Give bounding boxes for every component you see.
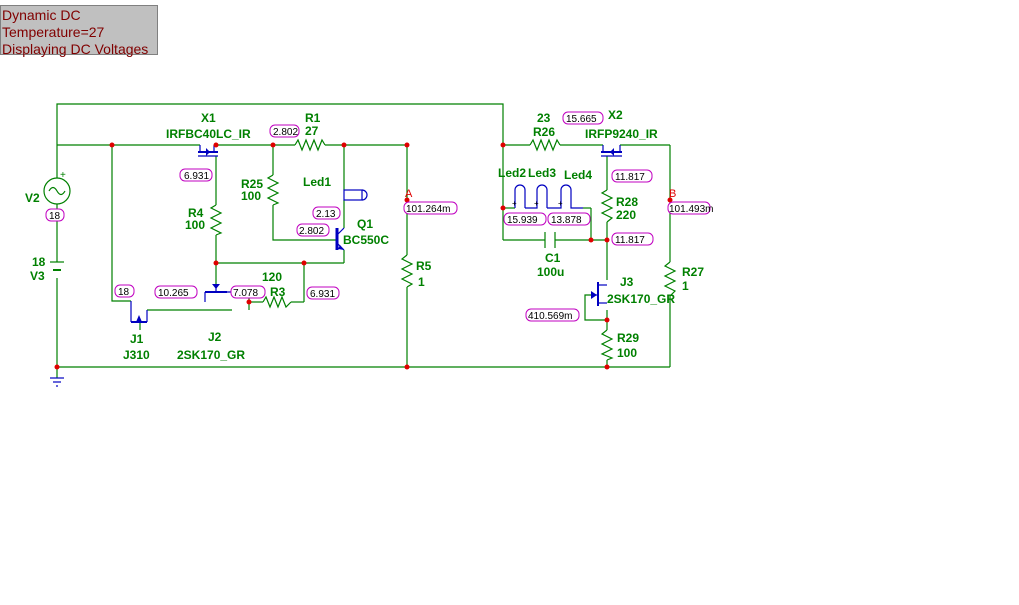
voltage-readout: 7.078: [233, 288, 258, 299]
q1-part-label: BC550C: [343, 233, 389, 247]
r1-value-label: 27: [305, 124, 319, 138]
v3-ref-label: V3: [30, 269, 45, 283]
r25-resistor[interactable]: [266, 174, 280, 206]
led2-ref-label: Led2: [498, 166, 526, 180]
r3-ref-label: R3: [270, 285, 286, 299]
r27-ref-label: R27: [682, 265, 704, 279]
status-temperature: Temperature=27: [2, 24, 105, 40]
r29-resistor[interactable]: [600, 329, 614, 361]
led3-ref-label: Led3: [528, 166, 556, 180]
component-labels: X1 IRFBC40LC_IR R1 27 V2 18 V3 R25 100 L…: [25, 108, 704, 362]
r29-value-label: 100: [617, 346, 637, 360]
r5-resistor[interactable]: [400, 254, 414, 288]
voltage-readout: 101.493m: [669, 204, 713, 215]
svg-text:+: +: [558, 199, 563, 208]
junction-dots: [54, 142, 673, 370]
j3-part-label: 2SK170_GR: [607, 292, 675, 306]
node-b-label: B: [669, 188, 676, 200]
r5-value-label: 1: [418, 275, 425, 289]
v3-value-label: 18: [32, 255, 46, 269]
simulation-status-panel: Dynamic DC Temperature=27 Displaying DC …: [0, 5, 158, 57]
r28-resistor[interactable]: [600, 189, 614, 223]
r4-value-label: 100: [185, 218, 205, 232]
voltage-readouts: 2.802 6.931 18 2.13 2.802 101.264m 18 10…: [45, 111, 713, 322]
status-mode: Dynamic DC: [2, 7, 81, 23]
voltage-readout: 18: [49, 211, 61, 222]
j1-part-label: J310: [123, 348, 150, 362]
j3-ref-label: J3: [620, 275, 634, 289]
r27-value-label: 1: [682, 279, 689, 293]
voltage-readout: 2.13: [316, 209, 336, 220]
r27-resistor[interactable]: [663, 261, 677, 297]
r28-value-label: 220: [616, 208, 636, 222]
r4-ref-label: R4: [188, 206, 204, 220]
svg-text:+: +: [60, 170, 66, 181]
voltage-readout: 11.817: [615, 172, 645, 183]
voltage-readout: 410.569m: [528, 311, 572, 322]
voltage-readout: 11.817: [615, 235, 645, 246]
led4-ref-label: Led4: [564, 168, 592, 182]
j1-jfet[interactable]: [130, 301, 148, 323]
v2-ref-label: V2: [25, 191, 40, 205]
r5-ref-label: R5: [416, 259, 432, 273]
x2-ref-label: X2: [608, 108, 623, 122]
r3-value-label: 120: [262, 270, 282, 284]
v3-battery[interactable]: [50, 261, 64, 271]
svg-text:+: +: [534, 199, 539, 208]
r1-ref-label: R1: [305, 111, 321, 125]
c1-value-label: 100u: [537, 265, 564, 279]
x1-part-label: IRFBC40LC_IR: [166, 127, 251, 141]
x1-ref-label: X1: [201, 111, 216, 125]
status-display-mode: Displaying DC Voltages: [2, 41, 149, 57]
led-string[interactable]: + + +: [512, 184, 583, 209]
voltage-readout: 6.931: [310, 289, 335, 300]
r3-resistor[interactable]: [262, 295, 292, 309]
r26-value-label: 23: [537, 111, 551, 125]
voltage-readout: 18: [118, 287, 130, 298]
r26-resistor[interactable]: [529, 138, 561, 152]
j2-ref-label: J2: [208, 330, 222, 344]
voltage-readout: 15.939: [507, 215, 538, 226]
j2-part-label: 2SK170_GR: [177, 348, 245, 362]
q1-transistor[interactable]: [335, 227, 345, 251]
svg-text:+: +: [512, 199, 517, 208]
r28-ref-label: R28: [616, 195, 638, 209]
led1-diode[interactable]: [343, 189, 368, 201]
r25-ref-label: R25: [241, 177, 263, 191]
r25-value-label: 100: [241, 189, 261, 203]
c1-capacitor[interactable]: [544, 232, 556, 248]
voltage-readout: 15.665: [566, 114, 597, 125]
j1-ref-label: J1: [130, 332, 144, 346]
q1-ref-label: Q1: [357, 217, 373, 231]
led1-ref-label: Led1: [303, 175, 331, 189]
voltage-readout: 2.802: [299, 226, 324, 237]
node-a-label: A: [405, 188, 413, 200]
voltage-readout: 6.931: [184, 171, 209, 182]
r4-resistor[interactable]: [209, 204, 223, 236]
j3-jfet[interactable]: [591, 282, 607, 306]
r29-ref-label: R29: [617, 331, 639, 345]
voltage-readout: 13.878: [551, 215, 582, 226]
r26-ref-label: R26: [533, 125, 555, 139]
x2-part-label: IRFP9240_IR: [585, 127, 658, 141]
x2-mosfet[interactable]: [601, 145, 622, 157]
c1-ref-label: C1: [545, 251, 561, 265]
voltage-readout: 2.802: [273, 127, 298, 138]
voltage-readout: 101.264m: [406, 204, 450, 215]
v2-ac-source[interactable]: +: [43, 170, 71, 205]
r1-resistor[interactable]: [294, 138, 326, 152]
ground-symbol: [50, 377, 64, 387]
voltage-readout: 10.265: [158, 288, 189, 299]
